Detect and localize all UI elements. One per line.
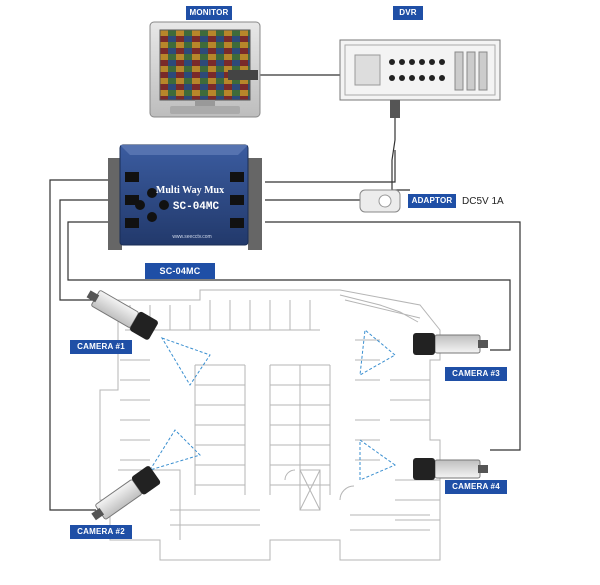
camera-3-label: CAMERA #3 [445,367,507,381]
camera-4-graphic [413,458,488,480]
monitor-graphic [149,21,261,118]
adaptor-spec: DC5V 1A [462,196,504,207]
camera-1-label: CAMERA #1 [70,340,132,354]
adaptor-label: ADAPTOR [408,194,456,208]
device-url: www.seecctv.com [172,234,211,240]
device-title: Multi Way Mux [156,185,224,196]
device-model: SC-04MC [173,201,220,213]
monitor-label: MONITOR [186,6,232,20]
camera-2-graphic [91,466,161,521]
camera-3-graphic [413,333,488,355]
dvr-label: DVR [393,6,423,20]
fov-lines [148,329,397,481]
dvr-graphic [339,39,501,118]
adaptor-graphic [359,189,401,213]
sc-04mc-device: Multi Way Mux SC-04MC www.seecctv.com [108,144,262,250]
camera-2-label: CAMERA #2 [70,525,132,539]
sc-04mc-caption: SC-04MC [145,263,215,279]
camera-4-label: CAMERA #4 [445,480,507,494]
floor-plan [99,289,441,561]
camera-1-graphic [86,290,158,340]
cables [49,74,521,511]
